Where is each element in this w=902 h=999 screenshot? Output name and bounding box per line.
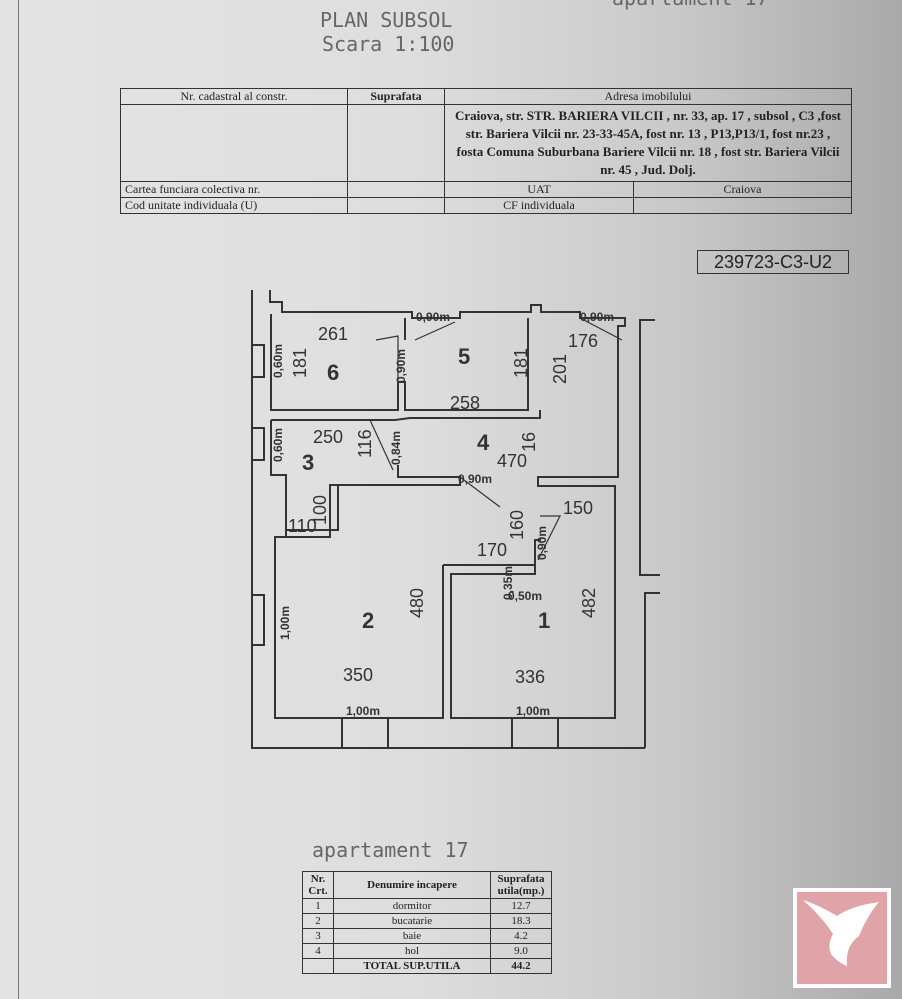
total-label: TOTAL SUP.UTILA [333,958,491,974]
dim-label: 150 [563,498,593,518]
dim-label: 336 [515,667,545,687]
row-area: 18.3 [490,913,552,929]
dim-label: 201 [550,354,570,384]
total-value: 44.2 [490,958,552,974]
dim-label: 0,50m [508,589,542,603]
dim-label: 0,60m [271,344,285,378]
row-area: 4.2 [490,928,552,944]
cod-unitate-label: Cod unitate individuala (U) [120,197,348,214]
dim-label: 170 [477,540,507,560]
row-nr: 1 [302,898,334,914]
dim-label: 100 [310,495,330,525]
row-name: hol [333,943,491,959]
row-name: bucatarie [333,913,491,929]
room-number: 6 [327,360,339,385]
dim-label: 1,00m [346,704,380,718]
page-edge [18,0,19,999]
dim-label: 480 [407,588,427,618]
dim-label: 176 [568,331,598,351]
bird-logo-icon [797,892,887,984]
total-empty [302,958,334,974]
rooms-table: Nr. Crt. Denumire incapere Suprafata uti… [302,871,552,974]
header-nr: Nr. Crt. [302,871,334,899]
plan-labels: 261 0,60m 181 6 0,90m 0,90m 5 181 258 0,… [271,310,614,718]
row-area: 9.0 [490,943,552,959]
info-table: Nr. cadastral al constr. Suprafata Adres… [120,88,852,214]
apartment-title: apartament 17 [312,838,469,862]
dim-label: 0,35m [501,566,515,600]
door-swings [369,317,623,561]
dim-label: 16 [519,432,539,452]
dim-label: 181 [511,348,531,378]
dim-label: 1,00m [278,606,292,640]
col-cadastral: Nr. cadastral al constr. [120,88,348,105]
dim-label: 0,90m [394,349,408,383]
row-nr: 3 [302,928,334,944]
dim-label: 250 [313,427,343,447]
room-number: 4 [477,430,490,455]
plan-title: PLAN SUBSOL [320,8,453,32]
plan-scale: Scara 1:100 [322,32,455,56]
dim-label: 0,90m [458,472,492,486]
dim-label: 1,00m [516,704,550,718]
dim-label: 261 [318,324,348,344]
suprafata-value [347,104,445,182]
dim-label: 0,90m [416,310,450,324]
uat-label: UAT [444,181,634,198]
dim-label: 0,84m [389,431,403,465]
dim-label: 482 [579,588,599,618]
corner-title: apartament 17 [612,0,769,10]
col-suprafata: Suprafata [347,88,445,105]
room-number: 3 [302,450,314,475]
room-number: 1 [538,608,550,633]
unit-code: 239723-C3-U2 [697,250,849,274]
header-denumire: Denumire incapere [333,871,491,899]
cf-individuala-label: CF individuala [444,197,634,214]
dim-label: 258 [450,393,480,413]
cf-individuala-value [633,197,852,214]
row-nr: 2 [302,913,334,929]
dim-label: 470 [497,451,527,471]
dim-label: 350 [343,665,373,685]
dim-label: 0,90m [535,526,549,560]
row-area: 12.7 [490,898,552,914]
row-name: dormitor [333,898,491,914]
room-number: 2 [362,608,374,633]
dim-label: 0,60m [271,428,285,462]
watermark-logo [793,888,891,988]
row-name: baie [333,928,491,944]
dim-label: 110 [288,516,317,536]
dim-label: 116 [355,429,375,458]
row-nr: 4 [302,943,334,959]
dim-label: 181 [290,348,310,378]
dim-label: 160 [507,510,527,540]
dim-label: 0,90m [580,310,614,324]
header-suprafata: Suprafata utila(mp.) [490,871,552,899]
room-number: 5 [458,344,470,369]
